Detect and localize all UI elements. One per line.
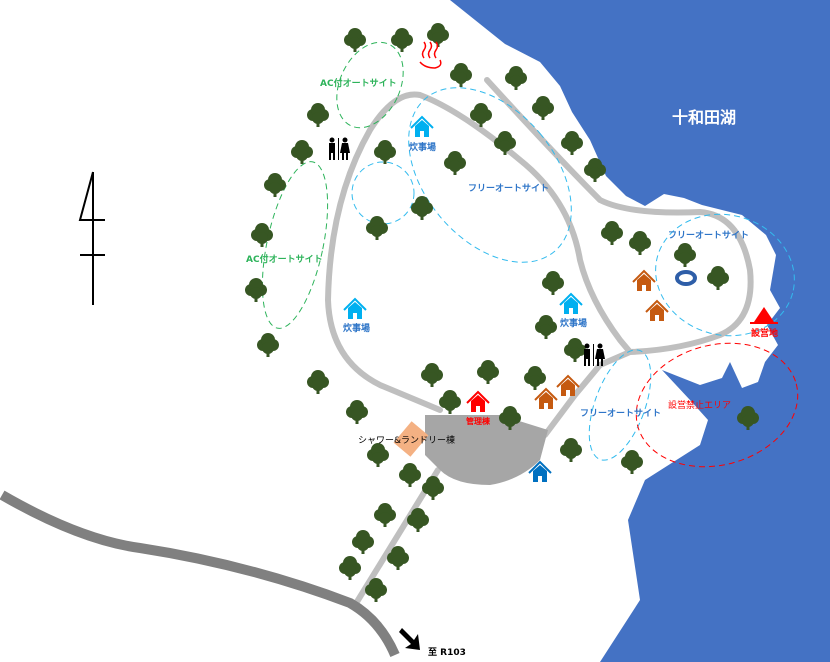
loop-road bbox=[324, 91, 635, 438]
tree-icon bbox=[444, 151, 466, 175]
kitchen-icon bbox=[559, 292, 583, 314]
tree-icon bbox=[494, 131, 516, 155]
tree-icon bbox=[439, 390, 461, 414]
direction-arrow-icon bbox=[399, 628, 420, 650]
free-site-label-center: フリーオートサイト bbox=[468, 184, 550, 194]
tree-icon bbox=[307, 370, 329, 394]
kitchen-icon bbox=[410, 115, 434, 137]
tree-icon bbox=[561, 131, 583, 155]
cabin-icon bbox=[632, 269, 656, 291]
tree-icon bbox=[629, 231, 651, 255]
ac-site-label-left: AC付オートサイト bbox=[246, 255, 323, 265]
management-label: 管理棟 bbox=[466, 417, 490, 426]
hot-spring-icon bbox=[419, 41, 442, 69]
main-road-r103 bbox=[0, 490, 400, 658]
tree-icon bbox=[344, 28, 366, 52]
shower-laundry-building bbox=[393, 421, 429, 457]
cabin-icon bbox=[645, 299, 669, 321]
tree-icon bbox=[257, 333, 279, 357]
facility-icons bbox=[329, 115, 669, 482]
kitchen-label-left: 炊事場 bbox=[343, 324, 371, 334]
tree-icon bbox=[366, 216, 388, 240]
kitchen-label-top: 炊事場 bbox=[409, 143, 437, 153]
lake-name: 十和田湖 bbox=[672, 108, 737, 127]
tree-icon bbox=[264, 173, 286, 197]
cabin-icon bbox=[556, 374, 580, 396]
tree-icon bbox=[584, 158, 606, 182]
tree-icon bbox=[427, 23, 449, 47]
tree-icon bbox=[505, 66, 527, 90]
restroom-icon bbox=[329, 137, 350, 160]
restroom-icon bbox=[584, 343, 605, 366]
tree-icon bbox=[346, 400, 368, 424]
lake bbox=[450, 0, 830, 662]
free-site-zone-small bbox=[351, 161, 415, 225]
tree-icon bbox=[450, 63, 472, 87]
to-r103-label: 至 R103 bbox=[428, 648, 466, 658]
tree-icon bbox=[707, 266, 729, 290]
tree-icon bbox=[367, 443, 389, 467]
tree-icon bbox=[399, 463, 421, 487]
north-arrow-icon bbox=[78, 171, 105, 305]
trees bbox=[245, 23, 759, 602]
ac-site-label-top: AC付オートサイト bbox=[320, 79, 397, 89]
tent-icon bbox=[750, 307, 778, 324]
tree-icon bbox=[499, 406, 521, 430]
tree-icon bbox=[352, 530, 374, 554]
tree-icon bbox=[339, 556, 361, 580]
kitchen-icon bbox=[343, 297, 367, 319]
free-site-label-bottom: フリーオートサイト bbox=[580, 409, 662, 419]
tree-icon bbox=[532, 96, 554, 120]
free-site-zone-center bbox=[408, 87, 572, 263]
cabin-icon bbox=[534, 387, 558, 409]
tree-icon bbox=[374, 140, 396, 164]
tree-icon bbox=[411, 196, 433, 220]
tree-icon bbox=[421, 363, 443, 387]
tree-icon bbox=[307, 103, 329, 127]
boat-ring bbox=[675, 270, 697, 286]
management-building-icon bbox=[466, 390, 490, 412]
tree-icon bbox=[422, 476, 444, 500]
tree-icon bbox=[564, 338, 586, 362]
tree-icon bbox=[391, 28, 413, 52]
lakeside-road bbox=[484, 77, 754, 355]
tree-icon bbox=[535, 315, 557, 339]
tree-icon bbox=[387, 546, 409, 570]
kitchen-label-right: 炊事場 bbox=[560, 319, 588, 329]
ac-site-zone-top bbox=[336, 41, 404, 129]
tree-icon bbox=[560, 438, 582, 462]
tree-icon bbox=[365, 578, 387, 602]
free-site-label-right: フリーオートサイト bbox=[668, 231, 750, 241]
no-camp-area-label: 設営禁止エリア bbox=[668, 401, 732, 411]
tree-icon bbox=[621, 450, 643, 474]
building-icon bbox=[528, 460, 552, 482]
parking-area bbox=[425, 415, 548, 485]
tree-icon bbox=[291, 140, 313, 164]
tree-icon bbox=[470, 103, 492, 127]
no-camp-zone bbox=[635, 342, 799, 468]
tree-icon bbox=[374, 503, 396, 527]
camp-area-label: 設営地 bbox=[751, 329, 779, 339]
shower-laundry-label: シャワー&ランドリー棟 bbox=[358, 436, 456, 446]
free-site-zone-bottom bbox=[588, 349, 652, 461]
ac-site-zone-left bbox=[261, 161, 329, 329]
tree-icon bbox=[601, 221, 623, 245]
tree-icon bbox=[245, 278, 267, 302]
tree-icon bbox=[674, 243, 696, 267]
tree-icon bbox=[524, 366, 546, 390]
tree-icon bbox=[407, 508, 429, 532]
tree-icon bbox=[251, 223, 273, 247]
tree-icon bbox=[477, 360, 499, 384]
tree-icon bbox=[737, 406, 759, 430]
tree-icon bbox=[542, 271, 564, 295]
free-site-zone-right bbox=[655, 213, 795, 337]
